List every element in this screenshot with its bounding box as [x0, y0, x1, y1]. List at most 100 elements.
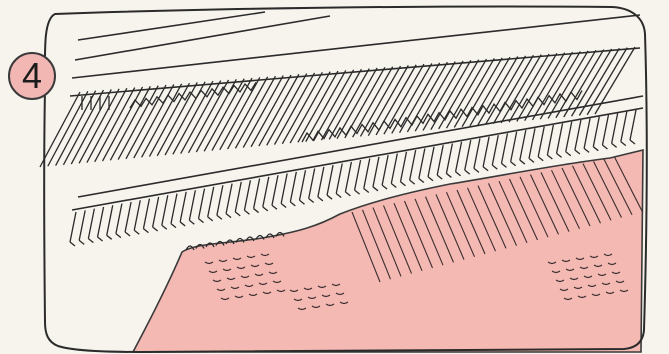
- upper-needle: [431, 60, 471, 129]
- lower-needle: [180, 192, 186, 222]
- lower-needle-hook: [584, 148, 589, 152]
- lower-needle-hook: [492, 165, 497, 169]
- lower-needle-hook: [309, 199, 314, 203]
- lower-needle-hook: [400, 182, 405, 186]
- lower-needle-hook: [345, 192, 350, 196]
- lower-needle-hook: [208, 217, 213, 221]
- lower-needle: [566, 122, 572, 152]
- lower-needle: [199, 189, 205, 219]
- lower-needle-hook: [171, 224, 176, 228]
- lower-needle-hook: [300, 200, 305, 204]
- lower-needle: [612, 113, 618, 143]
- lower-needle-hook: [474, 168, 479, 172]
- lower-needle: [171, 194, 177, 224]
- lower-needle: [410, 150, 416, 180]
- knitted-fabric: [133, 150, 643, 352]
- lower-needle-hook: [272, 205, 277, 209]
- upper-needle: [353, 67, 393, 137]
- upper-needle: [462, 58, 502, 127]
- lower-needle-hook: [566, 152, 571, 156]
- upper-needle: [220, 77, 260, 149]
- lower-needle: [355, 160, 361, 190]
- lower-needle-hook: [382, 185, 387, 189]
- upper-needle: [40, 92, 80, 167]
- lower-needle: [309, 169, 315, 199]
- lower-needle: [602, 115, 608, 145]
- lower-needle-hook: [70, 242, 75, 246]
- lower-needle-hook: [217, 215, 222, 219]
- upper-needle: [63, 90, 103, 165]
- lower-needle: [419, 148, 425, 178]
- lower-needle: [382, 155, 388, 185]
- lower-needle: [529, 128, 535, 158]
- lower-needle: [345, 162, 351, 192]
- upper-needle: [486, 56, 526, 125]
- lower-needle: [391, 153, 397, 183]
- upper-needle: [118, 86, 158, 160]
- upper-needle: [95, 88, 135, 162]
- lower-needle: [98, 207, 104, 237]
- upper-needle: [243, 76, 283, 148]
- lower-needle: [465, 140, 471, 170]
- upper-needle: [548, 51, 588, 119]
- upper-needle: [189, 80, 229, 153]
- lower-needle: [621, 112, 627, 142]
- lower-needle-hook: [79, 240, 84, 244]
- lower-needle-hook: [235, 212, 240, 216]
- upper-needle: [235, 76, 275, 148]
- upper-needle: [446, 59, 486, 128]
- lower-needle-hook: [290, 202, 295, 206]
- lower-needle-hook: [318, 197, 323, 201]
- lower-needle-hook: [621, 142, 626, 146]
- lower-needle: [520, 130, 526, 160]
- upper-needle: [423, 61, 463, 130]
- lower-needle: [88, 209, 94, 239]
- lower-needle-hook: [446, 173, 451, 177]
- lower-needle-hook: [143, 229, 148, 233]
- upper-needle: [87, 88, 127, 162]
- lower-needle-hook: [189, 220, 194, 224]
- lower-needle: [428, 147, 434, 177]
- upper-needle: [173, 81, 213, 154]
- lower-needle: [492, 135, 498, 165]
- lower-needle-hook: [547, 155, 552, 159]
- lower-needle-hook: [116, 234, 121, 238]
- lower-needle: [474, 138, 480, 168]
- lower-needle: [208, 187, 214, 217]
- upper-needle: [587, 48, 627, 115]
- lower-needle: [281, 174, 287, 204]
- lower-needle: [400, 152, 406, 182]
- lower-needle: [107, 205, 113, 235]
- lower-needle: [143, 199, 149, 229]
- step-number-badge: 4: [8, 52, 56, 100]
- lower-needle-hook: [483, 167, 488, 171]
- lower-needle: [318, 167, 324, 197]
- upper-needle: [306, 70, 346, 141]
- lower-needle-hook: [538, 157, 543, 161]
- lower-needle: [70, 212, 76, 242]
- lower-needle: [254, 179, 260, 209]
- lower-needle: [501, 133, 507, 163]
- lower-needle-hook: [373, 187, 378, 191]
- step-number: 4: [22, 58, 42, 94]
- lower-needle-hook: [244, 210, 249, 214]
- lower-needle: [364, 158, 370, 188]
- lower-needle: [300, 170, 306, 200]
- lower-needle-hook: [602, 145, 607, 149]
- upper-needle: [126, 85, 166, 159]
- upper-needle: [595, 47, 635, 114]
- lower-needle: [547, 125, 553, 155]
- lower-needle: [189, 190, 195, 220]
- lower-needle: [134, 200, 140, 230]
- lower-needle-hook: [501, 163, 506, 167]
- lower-needle-hook: [107, 235, 112, 239]
- lower-needle-hook: [612, 143, 617, 147]
- lower-needle: [483, 137, 489, 167]
- upper-needle: [572, 49, 612, 116]
- lower-needle-hook: [134, 230, 139, 234]
- lower-needle: [290, 172, 296, 202]
- lower-needle-hook: [355, 190, 360, 194]
- lower-needle-hook: [254, 209, 259, 213]
